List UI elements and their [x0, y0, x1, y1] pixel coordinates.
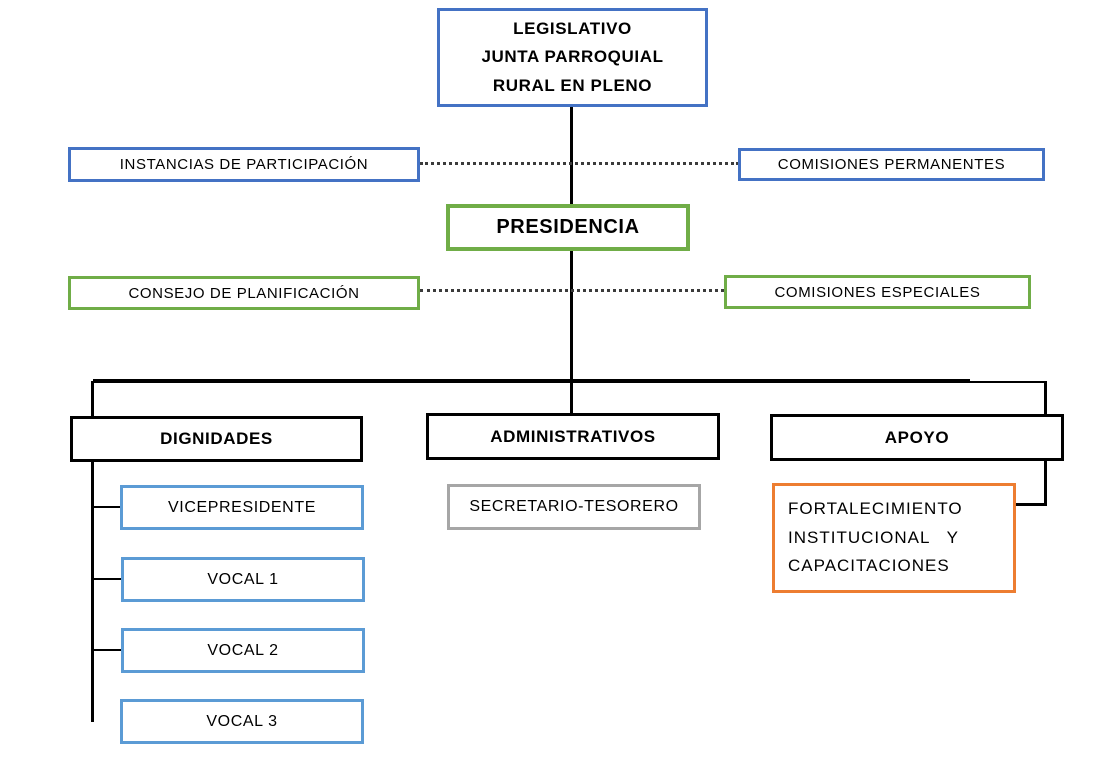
node-administrativos: ADMINISTRATIVOS — [426, 413, 720, 460]
connector-dotted-participacion-permanentes — [420, 162, 739, 165]
node-comisiones-especiales: COMISIONES ESPECIALES — [724, 275, 1031, 309]
connector-presidencia-bar — [570, 250, 573, 383]
node-consejo-de-planificacion: CONSEJO DE PLANIFICACIÓN — [68, 276, 420, 310]
connector-bar-right-extension — [968, 381, 1047, 383]
connector-bar-apoyo — [1044, 381, 1047, 415]
connector-legislativo-presidencia — [570, 106, 573, 204]
node-comisiones-permanentes: COMISIONES PERMANENTES — [738, 148, 1045, 181]
connector-apoyo-fortalecimiento — [1016, 503, 1046, 506]
node-apoyo: APOYO — [770, 414, 1064, 461]
node-vicepresidente: VICEPRESIDENTE — [120, 485, 364, 530]
node-legislativo-junta-parroquial: LEGISLATIVO JUNTA PARROQUIAL RURAL EN PL… — [437, 8, 708, 107]
connector-dignidades-spine — [91, 462, 94, 722]
node-fortalecimiento-institucional: FORTALECIMIENTO INSTITUCIONAL Y CAPACITA… — [772, 483, 1016, 593]
connector-stub-vicepresidente — [93, 506, 120, 508]
node-instancias-de-participacion: INSTANCIAS DE PARTICIPACIÓN — [68, 147, 420, 182]
node-vocal-3: VOCAL 3 — [120, 699, 364, 744]
connector-apoyo-drop — [1044, 461, 1047, 506]
connector-dotted-consejo-especiales — [420, 289, 724, 292]
node-vocal-1: VOCAL 1 — [121, 557, 365, 602]
connector-bar-administrativos — [570, 381, 573, 415]
connector-stub-vocal2 — [93, 649, 121, 651]
connector-horizontal-bar — [93, 379, 970, 383]
node-secretario-tesorero: SECRETARIO-TESORERO — [447, 484, 701, 530]
connector-stub-vocal1 — [93, 578, 121, 580]
node-presidencia: PRESIDENCIA — [446, 204, 690, 251]
connector-bar-dignidades — [91, 381, 94, 417]
node-dignidades: DIGNIDADES — [70, 416, 363, 462]
node-vocal-2: VOCAL 2 — [121, 628, 365, 673]
